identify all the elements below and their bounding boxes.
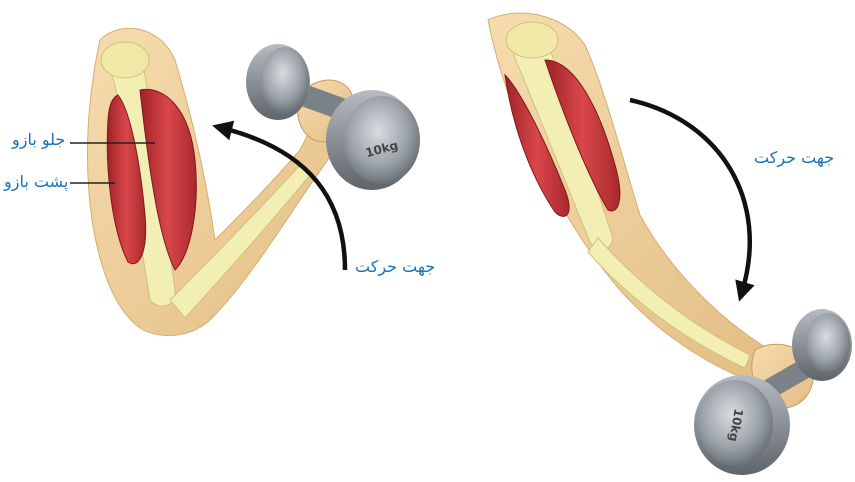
extended-direction-label: جهت حرکت — [754, 148, 834, 167]
flexed-direction-label: جهت حرکت — [355, 257, 435, 276]
extended-arm: 10kg — [488, 13, 852, 475]
back-arm-label: پشت بازو — [4, 172, 68, 191]
flexed-arm-dumbbell — [246, 44, 420, 190]
extended-arm-shoulder — [506, 22, 558, 58]
flexed-arm-shoulder — [101, 42, 149, 78]
front-arm-label: جلو بازو — [12, 130, 65, 149]
flexed-arm: 10kg — [70, 28, 420, 335]
